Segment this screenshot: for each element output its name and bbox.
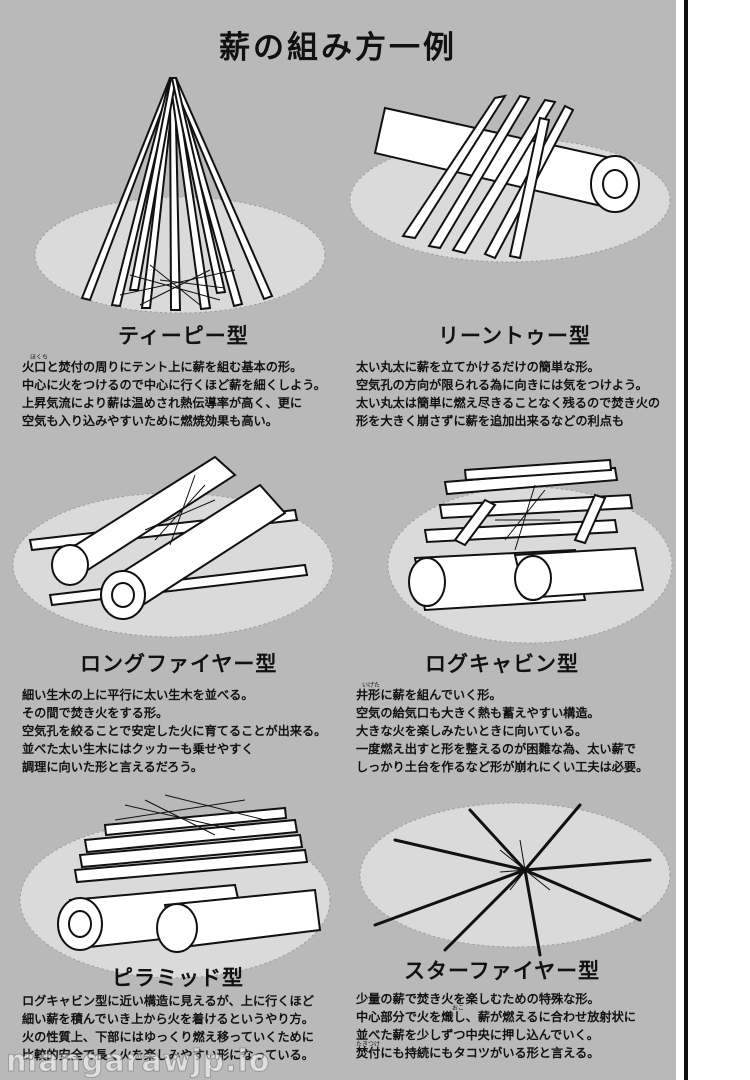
- long-fire-illustration: [12, 455, 334, 638]
- desc-line: 大きな火を楽しみたいときに向いている。: [356, 724, 588, 738]
- log-cabin-illustration: [387, 458, 673, 644]
- log-cabin-type-label: ログキャビン型: [425, 652, 579, 676]
- teepee-description: 火口と焚付の周りにテント上に薪を組む基本の形。 中心に火をつけるので中心に行くほ…: [22, 358, 326, 430]
- desc-line: 調理に向いた形と言えるだろう。: [22, 760, 203, 774]
- desc-line: 並べた太い生木にはクッカーも乗せやすく: [22, 742, 254, 756]
- desc-line: ログキャビン型に近い構造に見えるが、上に行くほど: [22, 994, 314, 1008]
- desc-line: その間で焚き火をする形。: [22, 706, 169, 720]
- lean-to-description: 太い丸太に薪を立てかけるだけの簡単な形。 空気孔の方向が限られる為に向きには気を…: [356, 358, 660, 430]
- panel-border: [684, 0, 688, 1080]
- desc-line: 火の性質上、下部にはゆっくり燃え移っていくために: [22, 1030, 314, 1044]
- desc-line: 並べた薪を少しずつ中央に押し込んでいく。: [356, 1028, 599, 1042]
- lean-to-illustration: [349, 94, 671, 263]
- ruby-oko: おこ: [452, 1005, 465, 1012]
- pyramid-type-label: ピラミッド型: [112, 966, 244, 990]
- desc-line: 井形に薪を組んでいく形。: [356, 688, 502, 702]
- desc-line: 一度燃え出すと形を整えるのが困難な為、太い薪で: [356, 742, 636, 756]
- desc-line: 中心に火をつけるので中心に行くほど薪を細くしよう。: [22, 378, 326, 392]
- desc-line: 上昇気流により薪は温めされ熱伝導率が高く、更に: [22, 396, 303, 410]
- desc-line: 火口と焚付の周りにテント上に薪を組む基本の形。: [22, 360, 303, 374]
- log-cabin-description: 井形に薪を組んでいく形。 空気の給気口も大きく熱も蓄えやすい構造。 大きな火を楽…: [356, 686, 648, 776]
- star-fire-type-label: スターファイヤー型: [404, 959, 601, 983]
- desc-line: 焚付にも持続にもタコツがいる形と言える。: [356, 1046, 600, 1060]
- desc-line: 細い生木の上に平行に太い生木を並べる。: [22, 688, 254, 702]
- desc-line: 空気孔を絞ることで安定した火に育てることが出来る。: [22, 724, 327, 738]
- pyramid-illustration: [19, 794, 331, 979]
- long-fire-type-label: ロングファイヤー型: [80, 652, 278, 676]
- desc-line: 空気も入り込みやすいために燃焼効果も高い。: [22, 414, 278, 428]
- desc-line: 中心部分で火を熾し、薪が燃えるに合わせ放射状に: [356, 1010, 636, 1024]
- ruby-hokuchi: ほくち: [30, 354, 49, 361]
- page-title: 薪の組み方一例: [219, 30, 457, 66]
- long-fire-description: 細い生木の上に平行に太い生木を並べる。 その間で焚き火をする形。 空気孔を絞るこ…: [22, 686, 326, 776]
- desc-line: 空気孔の方向が限られる為に向きには気をつけよう。: [356, 378, 648, 392]
- desc-line: 太い丸太に薪を立てかけるだけの簡単な形。: [356, 360, 600, 374]
- desc-line: 空気の給気口も大きく熱も蓄えやすい構造。: [356, 706, 600, 720]
- teepee-illustration: [34, 77, 326, 314]
- lean-to-type-label: リーントゥー型: [438, 324, 591, 348]
- ruby-igeta: いげた: [362, 682, 381, 689]
- ruby-takitsuke: たきつけ: [356, 1041, 381, 1048]
- desc-line: 少量の薪で焚き火を楽しむための特殊な形。: [356, 992, 600, 1006]
- desc-line: 形を大きく崩さずに薪を追加出来るなどの利点も: [356, 414, 625, 428]
- desc-line: 太い丸太は簡単に燃え尽きることなく残るので焚き火の: [356, 396, 661, 410]
- desc-line: 細い薪を積んでいき上から火を着けるというやり方。: [22, 1012, 314, 1026]
- teepee-type-label: ティーピー型: [118, 324, 249, 348]
- star-fire-description: 少量の薪で焚き火を楽しむための特殊な形。 中心部分で火を熾し、薪が燃えるに合わせ…: [356, 990, 636, 1062]
- star-fire-illustration: [359, 802, 671, 957]
- desc-line: しっかり土台を作るなど形が崩れにくい工夫は必要。: [356, 760, 649, 774]
- pyramid-description: ログキャビン型に近い構造に見えるが、上に行くほど 細い薪を積んでいき上から火を着…: [22, 992, 314, 1064]
- watermark: mangarawjp.io: [5, 1044, 271, 1080]
- desc-line: 比較的安全で長く火を楽しみやすい形になっている。: [22, 1048, 314, 1062]
